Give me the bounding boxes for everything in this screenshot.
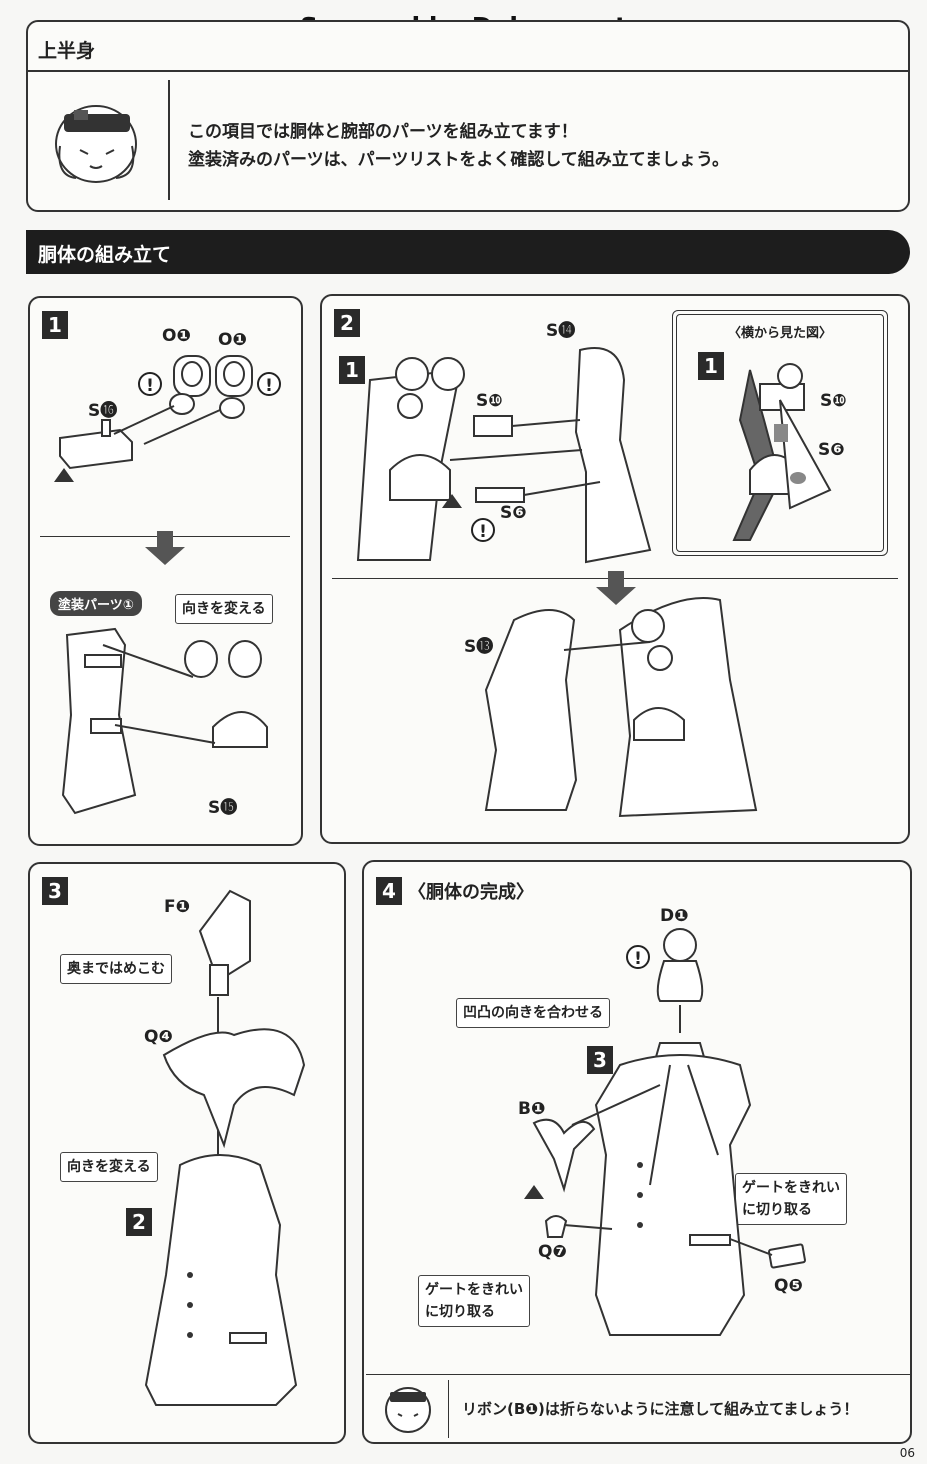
page-number: 06: [899, 1446, 915, 1460]
note-divider: [366, 1374, 910, 1375]
label-side-s10: S❿: [820, 391, 847, 411]
callout-turn: 向きを変える: [175, 594, 273, 624]
label-b1: B❶: [518, 1099, 546, 1119]
intro-title: 上半身: [38, 40, 96, 62]
label-s6: S❻: [500, 503, 527, 523]
note-divider-vertical: [448, 1380, 449, 1438]
torso-frame-diagram: [356, 347, 652, 564]
torso-complete-diagram: [524, 928, 806, 1336]
mascot-icon: [385, 1387, 431, 1433]
warning-icon: !: [257, 372, 281, 396]
arrow-down-icon: [596, 571, 636, 605]
step4-note: リボン(B❶)は折らないように注意して組み立てましょう！: [462, 1400, 859, 1418]
mascot-icon: [55, 105, 137, 183]
callout-align: 凹凸の向きを合わせる: [456, 998, 610, 1028]
side-view-box-inner: [676, 314, 884, 552]
label-s10: S❿: [476, 391, 503, 411]
step4-title: 〈胴体の完成〉: [408, 882, 534, 903]
side-view-title: 〈横から見た図〉: [728, 326, 833, 341]
step4-sub-number: 3: [587, 1046, 613, 1074]
side-view-number: 1: [698, 352, 724, 380]
side-view-diagram: [732, 363, 832, 541]
label-o1a: O❶: [162, 326, 191, 346]
step4-number: 4: [376, 877, 402, 905]
step2-sub-number: 1: [339, 356, 365, 384]
label-s13: S⓭: [464, 637, 494, 657]
label-o1b: O❶: [218, 330, 247, 350]
step3-number: 3: [42, 877, 68, 905]
label-q7: Q❼: [538, 1242, 567, 1262]
step1-number: 1: [42, 311, 68, 339]
torso-collar-diagram: [144, 889, 306, 1406]
side-view-box: [672, 310, 888, 556]
intro-divider-vertical: [168, 80, 170, 200]
part-diagram: [54, 355, 253, 482]
intro-text: この項目では胴体と腕部のパーツを組み立てます！ 塗装済みのパーツは、パーツリスト…: [188, 122, 729, 170]
painted-parts-tag: 塗装パーツ①: [50, 591, 142, 616]
warning-icon: !: [471, 518, 495, 542]
callout-gate-left: ゲートをきれい に切り取る: [418, 1275, 530, 1327]
part-diagram: [61, 627, 268, 815]
label-q5: Q❺: [774, 1276, 803, 1296]
callout-push-in: 奥まではめこむ: [60, 954, 172, 984]
section-title: 胴体の組み立て: [38, 244, 172, 266]
label-d1: D❶: [660, 906, 689, 926]
callout-turn: 向きを変える: [60, 1152, 158, 1182]
torso-back-diagram: [484, 597, 758, 818]
warning-icon: !: [138, 372, 162, 396]
label-f1: F❶: [164, 897, 191, 917]
label-q4: Q❹: [144, 1027, 173, 1047]
step2-number: 2: [334, 309, 360, 337]
intro-box: [26, 20, 910, 212]
warning-icon: !: [626, 945, 650, 969]
section-header: 胴体の組み立て: [26, 230, 910, 274]
intro-divider-horizontal: [28, 70, 908, 72]
arrow-down-icon: [145, 531, 185, 565]
label-s16: S⓰: [88, 401, 118, 421]
label-s14: S⓮: [546, 321, 576, 341]
step3-sub-number: 2: [126, 1208, 152, 1236]
label-s15: S⓯: [208, 798, 238, 818]
label-side-s6: S❻: [818, 440, 845, 460]
